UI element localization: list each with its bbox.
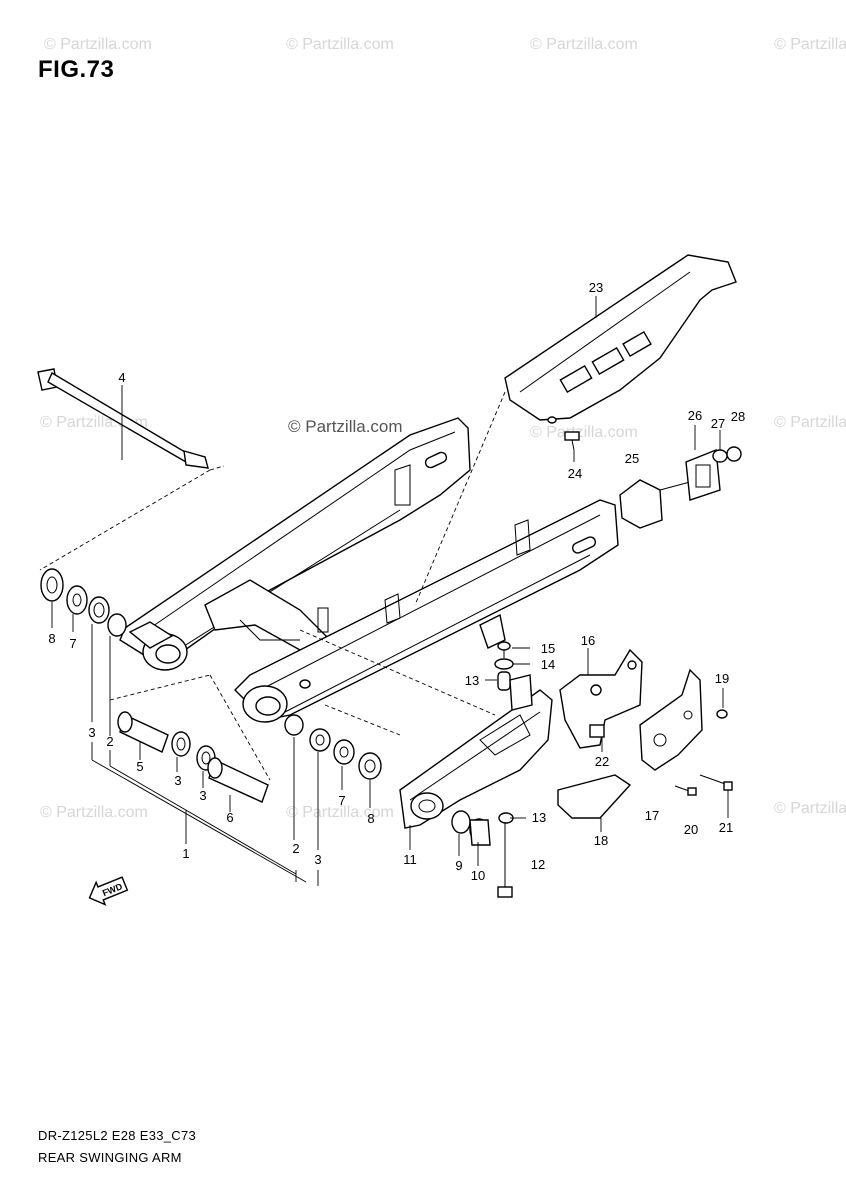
inner-spacer-part — [207, 757, 269, 803]
callout-12: 12 — [531, 857, 545, 872]
watermark: © Partzilla.com — [40, 804, 148, 821]
callout-1: 1 — [182, 846, 189, 861]
callout-23: 23 — [589, 280, 603, 295]
washer-part — [494, 658, 514, 670]
callout-3-b: 3 — [174, 773, 181, 788]
watermark: © Partzilla.com — [44, 36, 152, 53]
washer-part — [333, 739, 355, 765]
slider-bolt-part — [497, 820, 513, 898]
watermark: © Partzilla.com — [774, 800, 846, 817]
callout-2-b: 2 — [292, 841, 299, 856]
nut-part — [726, 446, 742, 462]
slider-collar-part — [451, 810, 471, 834]
watermark: © Partzilla.com — [530, 36, 638, 53]
callout-11: 11 — [403, 852, 417, 867]
callout-7-b: 7 — [338, 793, 345, 808]
rubber-cushion-part — [557, 774, 632, 819]
watermark: © Partzilla.com — [774, 414, 846, 431]
bolt-part — [674, 785, 697, 796]
callout-5: 5 — [136, 759, 143, 774]
callout-7: 7 — [69, 636, 76, 651]
watermark: © Partzilla.com — [530, 424, 638, 441]
callout-18: 18 — [594, 833, 608, 848]
chain-guard-part — [504, 254, 737, 424]
callout-labels: 4 23 26 28 27 25 24 8 7 16 15 14 13 19 3… — [48, 280, 745, 883]
chain-adjuster-part — [619, 479, 691, 529]
bracket-plate-part — [639, 668, 703, 771]
callout-25: 25 — [625, 451, 639, 466]
spacer-part — [284, 714, 304, 736]
washer-part — [712, 449, 728, 463]
callout-6: 6 — [226, 810, 233, 825]
callout-4: 4 — [118, 370, 125, 385]
callout-3-c: 3 — [199, 788, 206, 803]
callout-10: 10 — [471, 868, 485, 883]
callout-22: 22 — [595, 754, 609, 769]
callout-14: 14 — [541, 657, 555, 672]
callout-3-d: 3 — [314, 852, 321, 867]
bearing-part — [88, 596, 110, 624]
seal-part — [358, 752, 382, 780]
callout-2-a: 2 — [106, 734, 113, 749]
watermark: © Partzilla.com — [774, 36, 846, 53]
callout-9: 9 — [455, 858, 462, 873]
swing-arm-part — [119, 417, 619, 723]
spacer-part — [107, 613, 127, 637]
center-spacer-part — [117, 711, 169, 753]
callout-8-b: 8 — [367, 811, 374, 826]
callout-19: 19 — [715, 671, 729, 686]
guard-bolt-part — [564, 431, 580, 451]
watermark: © Partzilla.com — [286, 36, 394, 53]
seal-part — [40, 568, 64, 602]
figure-title: FIG.73 — [38, 56, 115, 83]
callout-15: 15 — [541, 641, 555, 656]
callout-8: 8 — [48, 631, 55, 646]
callout-28: 28 — [731, 409, 745, 424]
diagram-code: DR-Z125L2 E28 E33_C73 — [38, 1128, 197, 1143]
callout-21: 21 — [719, 820, 733, 835]
washer-part — [66, 585, 88, 615]
callout-13-upper: 13 — [465, 673, 479, 688]
caliper-bracket-part — [559, 648, 643, 749]
callout-17: 17 — [645, 808, 659, 823]
callout-3-a: 3 — [88, 725, 95, 740]
callout-16: 16 — [581, 633, 595, 648]
nut-part — [716, 709, 728, 719]
bearing-part — [309, 728, 331, 752]
adjuster-plate-part — [685, 449, 721, 501]
watermark: © Partzilla.com — [286, 804, 394, 821]
callout-24: 24 — [568, 466, 582, 481]
watermark-center: © Partzilla.com — [288, 417, 403, 436]
bearing-part — [171, 731, 191, 757]
callout-13-lower: 13 — [532, 810, 546, 825]
bolt-part — [699, 774, 733, 791]
leader-lines — [51, 296, 729, 886]
callout-26: 26 — [688, 408, 702, 423]
screw-part — [497, 641, 511, 658]
pivot-bolt-part — [37, 368, 209, 469]
forward-arrow-icon: FWD — [88, 876, 129, 906]
diagram-name: REAR SWINGING ARM — [38, 1150, 182, 1165]
callout-20: 20 — [684, 822, 698, 837]
callout-27: 27 — [711, 416, 725, 431]
chain-slider-part — [399, 689, 553, 829]
slider-spacer-part — [497, 671, 511, 691]
